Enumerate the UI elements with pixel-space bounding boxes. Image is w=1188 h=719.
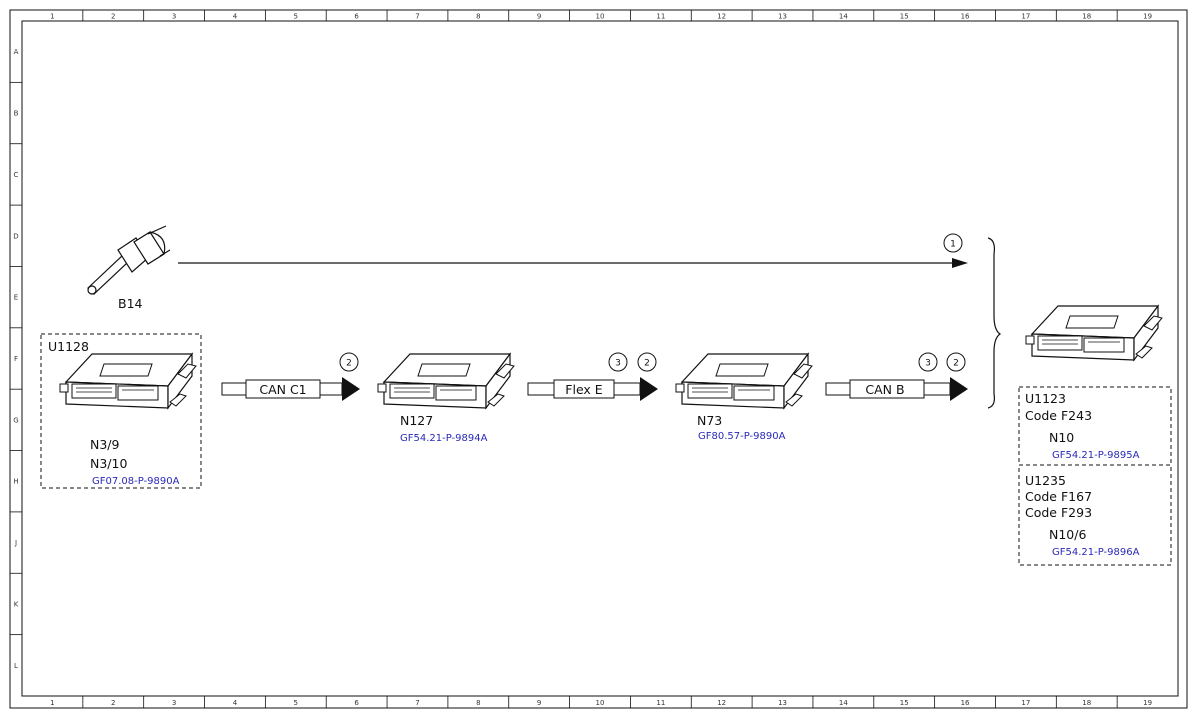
column-ref: 5 — [294, 13, 298, 21]
column-ref: 10 — [596, 13, 605, 21]
svg-text:Flex E: Flex E — [565, 382, 603, 397]
svg-text:1: 1 — [950, 240, 956, 250]
u1123-code2: Code F243 — [1025, 408, 1092, 423]
can-c1-bus: CAN C1 — [221, 377, 360, 401]
column-ref: 13 — [778, 13, 787, 21]
diagram-frame: 1122334455667788991010111112121313141415… — [9, 9, 1188, 709]
column-ref: 4 — [233, 699, 238, 707]
column-ref: 14 — [839, 699, 848, 707]
u1235-ref-link[interactable]: GF54.21-P-9896A — [1052, 547, 1140, 558]
u1235-code2: Code F167 — [1025, 489, 1092, 504]
row-ref: B — [14, 110, 19, 118]
svg-text:2: 2 — [953, 359, 959, 369]
column-ref: 3 — [172, 699, 176, 707]
row-ref: C — [14, 171, 19, 179]
brace — [987, 237, 1002, 409]
column-ref: 12 — [717, 699, 726, 707]
sensor-label: B14 — [118, 296, 143, 311]
u1128-code: U1128 — [48, 339, 89, 354]
u1235-code: U1235 — [1025, 473, 1066, 488]
column-ref: 1 — [50, 13, 54, 21]
u1123-group-box — [1018, 386, 1172, 466]
marker-2: 2 — [637, 352, 657, 372]
svg-text:3: 3 — [615, 359, 621, 369]
column-ref: 8 — [476, 699, 480, 707]
column-ref: 3 — [172, 13, 176, 21]
u1123-ref-link[interactable]: GF54.21-P-9895A — [1052, 450, 1140, 461]
n73-label: N73 — [697, 413, 722, 428]
n127-control-unit-icon — [377, 353, 515, 409]
column-ref: 6 — [354, 13, 359, 21]
row-ref: H — [13, 478, 18, 486]
column-ref: 9 — [537, 699, 541, 707]
column-ref: 13 — [778, 699, 787, 707]
row-ref: D — [13, 232, 18, 240]
u1235-code3: Code F293 — [1025, 505, 1092, 520]
column-ref: 18 — [1082, 13, 1091, 21]
target-control-unit-icon — [1025, 305, 1163, 361]
marker-2: 2 — [339, 352, 359, 372]
u1128-control-unit-icon — [59, 353, 197, 409]
n127-label: N127 — [400, 413, 433, 428]
u1128-n1: N3/9 — [90, 437, 120, 452]
svg-text:3: 3 — [925, 359, 931, 369]
u1235-n: N10/6 — [1049, 527, 1086, 542]
u1128-n2: N3/10 — [90, 456, 127, 471]
flex-e-bus: Flex E — [527, 377, 658, 401]
column-ref: 11 — [656, 13, 665, 21]
column-ref: 17 — [1021, 13, 1030, 21]
column-ref: 8 — [476, 13, 480, 21]
column-ref: 10 — [596, 699, 605, 707]
column-ref: 12 — [717, 13, 726, 21]
column-ref: 15 — [900, 13, 909, 21]
column-ref: 2 — [111, 13, 115, 21]
column-ref: 16 — [961, 699, 970, 707]
svg-text:CAN C1: CAN C1 — [259, 382, 306, 397]
marker-2: 2 — [946, 352, 966, 372]
u1128-group-box — [40, 333, 202, 489]
column-ref: 2 — [111, 699, 115, 707]
row-ref: J — [14, 539, 17, 547]
marker-1: 1 — [943, 233, 963, 253]
column-ref: 5 — [294, 699, 298, 707]
svg-text:2: 2 — [346, 359, 352, 369]
row-ref: G — [13, 416, 18, 424]
column-ref: 14 — [839, 13, 848, 21]
u1128-ref-link[interactable]: GF07.08-P-9890A — [92, 476, 180, 487]
column-ref: 16 — [961, 13, 970, 21]
can-b-bus: CAN B — [825, 377, 968, 401]
signal-arrowhead — [952, 258, 968, 268]
u1123-n: N10 — [1049, 430, 1074, 445]
column-ref: 17 — [1021, 699, 1030, 707]
column-ref: 6 — [354, 699, 359, 707]
column-ref: 11 — [656, 699, 665, 707]
row-ref: E — [14, 294, 18, 302]
u1123-code: U1123 — [1025, 391, 1066, 406]
column-ref: 4 — [233, 13, 238, 21]
row-ref: L — [14, 662, 18, 670]
svg-text:CAN B: CAN B — [865, 382, 904, 397]
column-ref: 1 — [50, 699, 54, 707]
row-ref: K — [14, 600, 19, 608]
marker-3: 3 — [918, 352, 938, 372]
svg-text:2: 2 — [644, 359, 650, 369]
column-ref: 19 — [1143, 699, 1152, 707]
column-ref: 9 — [537, 13, 541, 21]
marker-3: 3 — [608, 352, 628, 372]
column-ref: 15 — [900, 699, 909, 707]
temperature-sensor-icon — [87, 225, 171, 295]
column-ref: 7 — [415, 699, 419, 707]
n73-control-unit-icon — [675, 353, 813, 409]
column-ref: 7 — [415, 13, 419, 21]
n73-ref-link[interactable]: GF80.57-P-9890A — [698, 431, 786, 442]
row-ref: F — [14, 355, 18, 363]
n127-ref-link[interactable]: GF54.21-P-9894A — [400, 433, 488, 444]
row-ref: A — [14, 48, 19, 56]
column-ref: 19 — [1143, 13, 1152, 21]
column-ref: 18 — [1082, 699, 1091, 707]
